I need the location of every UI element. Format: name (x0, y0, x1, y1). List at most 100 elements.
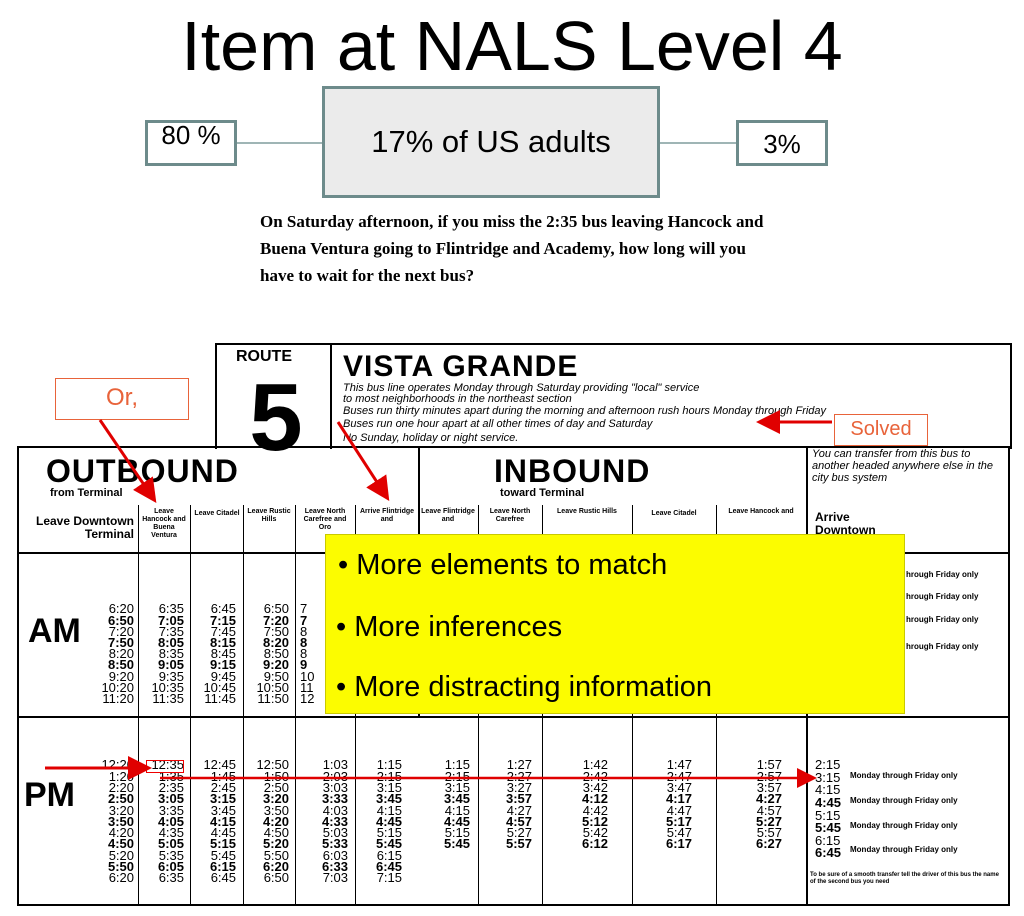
time-cell: 2:57 (756, 768, 782, 784)
time-cell: 9 (300, 657, 308, 673)
time-cell: 1:15 (444, 757, 470, 773)
time-cell: 4:50 (263, 825, 289, 841)
time-cell: 8:50 (107, 657, 134, 673)
column-header: Leave Citadel (651, 510, 697, 517)
column-header: Leave Rustic Hills (247, 508, 291, 523)
time-cell: 6:15 (815, 832, 841, 848)
time-cell: 6:50 (107, 612, 134, 628)
time-cell: 8 (300, 646, 308, 662)
time-cell: 5:35 (158, 847, 184, 863)
time-cell: 1:20 (108, 768, 134, 784)
time-cell: 6:50 (263, 601, 289, 617)
time-cell: 7:35 (158, 623, 184, 639)
time-cell: 6:45 (375, 859, 402, 875)
time-cell: 6:03 (322, 847, 348, 863)
time-cell: 6:20 (108, 601, 134, 617)
inbound-subtitle: toward Terminal (500, 487, 585, 499)
time-cell: 4:12 (581, 791, 608, 807)
inbound-title: INBOUND (494, 453, 651, 489)
time-cell: 7:50 (107, 634, 134, 650)
time-cell: 4:57 (505, 813, 532, 829)
time-cell: 5:12 (581, 813, 608, 829)
stat-left-box: 80 % (145, 120, 237, 166)
time-cell: 12 (300, 690, 315, 706)
time-cell: 8:50 (263, 646, 289, 662)
time-cell: 3:27 (506, 780, 532, 795)
time-cell: 4:15 (815, 782, 841, 798)
time-cell: 5:15 (209, 836, 236, 852)
column-header: Leave Rustic Hills (557, 508, 617, 515)
route-desc-line: No Sunday, holiday or night service. (343, 432, 519, 444)
bullet-text: More distracting information (354, 671, 713, 703)
mf-note: hrough Friday only (906, 570, 979, 579)
time-cell: 5:50 (107, 859, 134, 875)
time-cell: 8:45 (210, 646, 236, 662)
mf-note: hrough Friday only (906, 592, 979, 601)
time-cell: 11 (300, 679, 314, 695)
arrive-downtown-head: Arrive Downtown (815, 510, 876, 537)
time-cell: 9:50 (263, 668, 289, 684)
time-cell: 3:45 (210, 802, 236, 818)
time-cell: 2:03 (322, 768, 348, 784)
time-cell: 4:15 (209, 813, 236, 829)
time-cell: 1:42 (582, 757, 608, 773)
time-cell: 8:35 (158, 646, 184, 662)
time-cell: 8:05 (157, 634, 184, 650)
time-cell: 5:05 (157, 836, 184, 852)
time-cell: 5:15 (444, 825, 470, 841)
route-desc-line: to most neighborhoods in the northeast s… (343, 393, 572, 405)
time-cell: 2:27 (506, 768, 532, 784)
time-cell: 7:15 (209, 612, 236, 628)
time-cell: 5:27 (506, 825, 532, 841)
fine-print: To be sure of a smooth transfer tell the… (810, 872, 999, 885)
bullet-text: More elements to match (356, 549, 668, 581)
divider (295, 505, 296, 906)
stat-right-box: 3% (736, 120, 828, 166)
time-cell: 5:50 (263, 847, 289, 863)
time-cell: 9:15 (209, 657, 236, 673)
time-cell: 2:15 (815, 757, 841, 773)
time-cell: 3:20 (262, 791, 289, 807)
time-cell: 6:50 (263, 870, 289, 886)
route-desc-line: This bus line operates Monday through Sa… (343, 382, 700, 394)
time-cell: 9:05 (157, 657, 184, 673)
time-cell: 3:42 (582, 780, 608, 795)
time-cell: 3:47 (666, 780, 692, 795)
time-cell: 4:50 (107, 836, 134, 852)
route-desc-line: Buses run thirty minutes apart during th… (343, 405, 827, 417)
divider (190, 505, 191, 906)
bullet-item: • More inferences (336, 611, 563, 643)
time-cell: 6:35 (158, 601, 184, 617)
time-cell: 6:45 (210, 601, 236, 617)
time-cell: 8:20 (108, 646, 134, 662)
time-cell: 5:20 (262, 836, 289, 852)
time-cell: 12:35 (151, 757, 184, 773)
mf-note: hrough Friday only (906, 642, 979, 651)
divider (138, 505, 139, 906)
time-cell: 4:45 (210, 825, 236, 841)
am-label: AM (28, 612, 81, 650)
time-cell: 1:27 (506, 757, 532, 773)
time-cell: 7:03 (322, 870, 348, 886)
time-cell: 11:35 (152, 690, 184, 706)
time-cell: 4:15 (376, 802, 402, 818)
time-cell: 3:50 (107, 813, 134, 829)
time-cell: 6:27 (755, 836, 782, 852)
time-cell: 9:35 (158, 668, 184, 684)
time-cell: 10:45 (203, 679, 236, 695)
time-cell: 1:47 (666, 757, 692, 773)
column-header: Leave Hancock and (728, 508, 794, 515)
time-cell: 4:45 (443, 813, 470, 829)
time-cell: 3:57 (505, 791, 532, 807)
time-cell: 10:20 (101, 679, 134, 695)
mf-note: hrough Friday only (906, 615, 979, 624)
time-cell: 4:57 (756, 802, 782, 818)
